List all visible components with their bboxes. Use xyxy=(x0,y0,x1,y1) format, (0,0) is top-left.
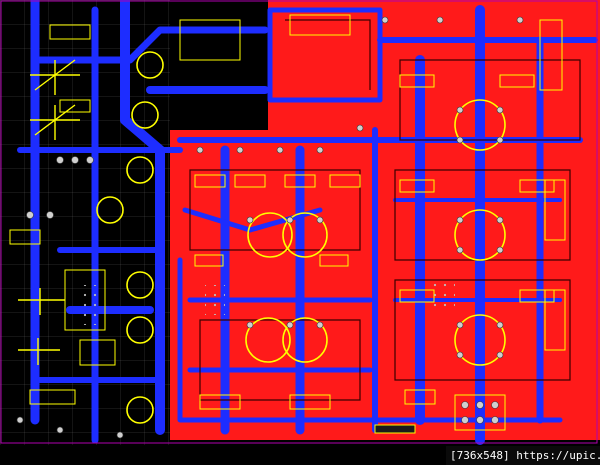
ic-pad-array xyxy=(80,285,100,325)
signal-traces xyxy=(189,19,581,401)
tube-sockets xyxy=(96,51,506,424)
pads-and-vias xyxy=(16,16,524,439)
ic-pad-array xyxy=(430,280,455,310)
silkscreen-symbols xyxy=(18,59,80,365)
image-size-footer: [736x548] https://upic.me/ xyxy=(446,446,600,465)
ic-pad-array xyxy=(205,285,225,315)
board-outline xyxy=(0,0,598,444)
